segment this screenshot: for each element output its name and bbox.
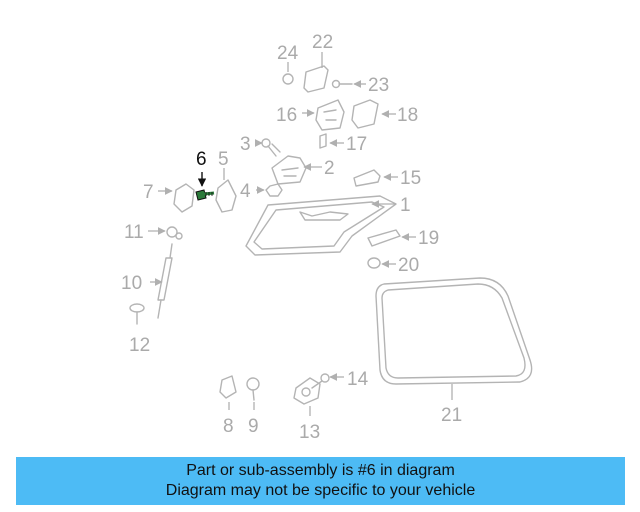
part-11-ball-stud xyxy=(148,226,183,240)
part-14-clip xyxy=(311,373,344,389)
callout-2: 2 xyxy=(324,158,335,179)
callout-1: 1 xyxy=(400,195,411,216)
callout-8: 8 xyxy=(223,416,234,437)
part-15-cover xyxy=(353,169,398,187)
callout-16: 16 xyxy=(276,105,297,126)
part-1-window-glass xyxy=(245,195,397,256)
callout-14: 14 xyxy=(347,369,369,390)
callout-15: 15 xyxy=(400,168,421,189)
part-18-bracket xyxy=(351,99,396,129)
banner-part-line: Part or sub-assembly is #6 in diagram xyxy=(186,462,455,479)
callout-13: 13 xyxy=(299,422,320,443)
callout-3: 3 xyxy=(240,134,251,155)
callout-19: 19 xyxy=(418,228,439,249)
part-23-bolt xyxy=(331,79,366,89)
callout-10: 10 xyxy=(121,273,142,294)
part-8-clip xyxy=(219,375,237,410)
callout-18: 18 xyxy=(397,105,418,126)
part-20-grommet xyxy=(367,257,396,269)
callout-17: 17 xyxy=(346,134,367,155)
part-21-weatherstrip xyxy=(375,277,533,400)
info-banner: Part or sub-assembly is #6 in diagram Di… xyxy=(16,457,625,505)
part-4-nut xyxy=(256,183,283,197)
banner-disclaimer-line: Diagram may not be specific to your vehi… xyxy=(165,482,476,499)
callout-4: 4 xyxy=(240,181,251,202)
part-22-bracket xyxy=(303,52,329,93)
part-24-nut xyxy=(282,62,294,85)
part-17-bolt xyxy=(319,133,344,149)
callout-11: 11 xyxy=(124,222,144,243)
part-6-bolt-highlighted xyxy=(195,172,215,201)
part-13-latch xyxy=(293,377,321,416)
part-9-screw xyxy=(246,377,260,410)
part-2-hinge xyxy=(271,155,322,185)
callout-20: 20 xyxy=(398,255,419,276)
callout-12: 12 xyxy=(129,335,150,356)
callout-24: 24 xyxy=(277,43,299,64)
part-10-gas-strut xyxy=(150,243,173,319)
callout-22: 22 xyxy=(312,32,333,53)
callout-6: 6 xyxy=(196,149,207,170)
part-7-stopper xyxy=(158,183,195,213)
callout-23: 23 xyxy=(368,75,389,96)
callout-9: 9 xyxy=(248,416,259,437)
part-16-hinge xyxy=(302,99,345,131)
part-3-bolt xyxy=(254,138,281,157)
part-12-mount xyxy=(129,303,145,325)
part-19-lamp xyxy=(367,229,416,247)
callout-5: 5 xyxy=(218,149,229,170)
callout-7: 7 xyxy=(143,182,154,203)
part-5-bracket xyxy=(215,168,237,213)
callout-21: 21 xyxy=(441,405,462,426)
